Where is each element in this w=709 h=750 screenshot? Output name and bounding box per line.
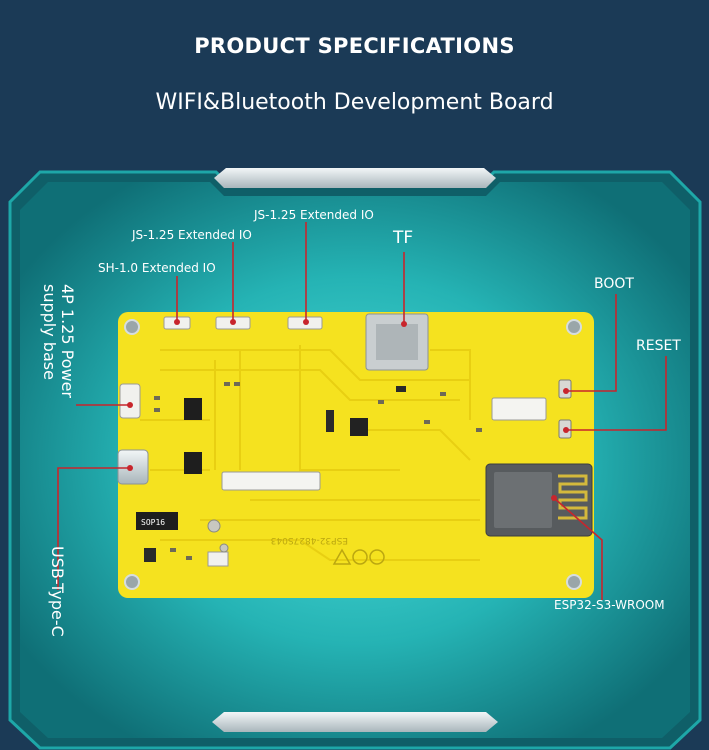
pcb-traces (140, 345, 480, 561)
mounting-holes (124, 319, 582, 590)
module-label: ESP32-S3-WROOM (554, 598, 665, 612)
capacitor (207, 519, 221, 533)
small-component (207, 551, 229, 567)
capacitor (219, 543, 229, 553)
callout-lines (57, 222, 667, 600)
ce-mark (352, 549, 368, 565)
passive-components (154, 382, 482, 560)
power-base-label-line2: supply base (40, 284, 59, 380)
usb-c-port (117, 449, 149, 485)
side-connector (491, 397, 547, 421)
callout-dots (127, 319, 569, 501)
page-subtitle: WIFI&Bluetooth Development Board (155, 90, 554, 115)
power-base-label: 4P 1.25 Power supply base (40, 284, 77, 398)
ffc-connector (221, 471, 321, 491)
qfn-chip (350, 418, 368, 436)
page-title: PRODUCT SPECIFICATIONS (194, 34, 515, 58)
mosfet-chip-1 (184, 398, 202, 420)
tf-card-slot-inner (376, 324, 418, 360)
js-io-label-top: JS-1.25 Extended IO (254, 208, 374, 222)
warning-symbol (332, 548, 352, 565)
sop16-chip (136, 512, 178, 530)
esp32-shield (494, 472, 552, 528)
usb-label: USB-Type-C (48, 546, 67, 637)
tf-label: TF (393, 228, 414, 248)
antenna-trace (558, 474, 588, 520)
small-component (144, 548, 156, 562)
bottom-rail (212, 712, 498, 732)
boot-label: BOOT (594, 276, 634, 292)
js-io-label-second: JS-1.25 Extended IO (132, 228, 252, 242)
small-component (396, 386, 406, 392)
mosfet-chip-2 (184, 452, 202, 474)
small-component (326, 410, 334, 432)
power-connector (119, 383, 141, 419)
sh-io-label: SH-1.0 Extended IO (98, 261, 216, 275)
top-rail (214, 168, 496, 188)
ce-mark (369, 549, 385, 565)
reset-label: RESET (636, 338, 681, 354)
power-base-label-line1: 4P 1.25 Power (58, 284, 77, 398)
